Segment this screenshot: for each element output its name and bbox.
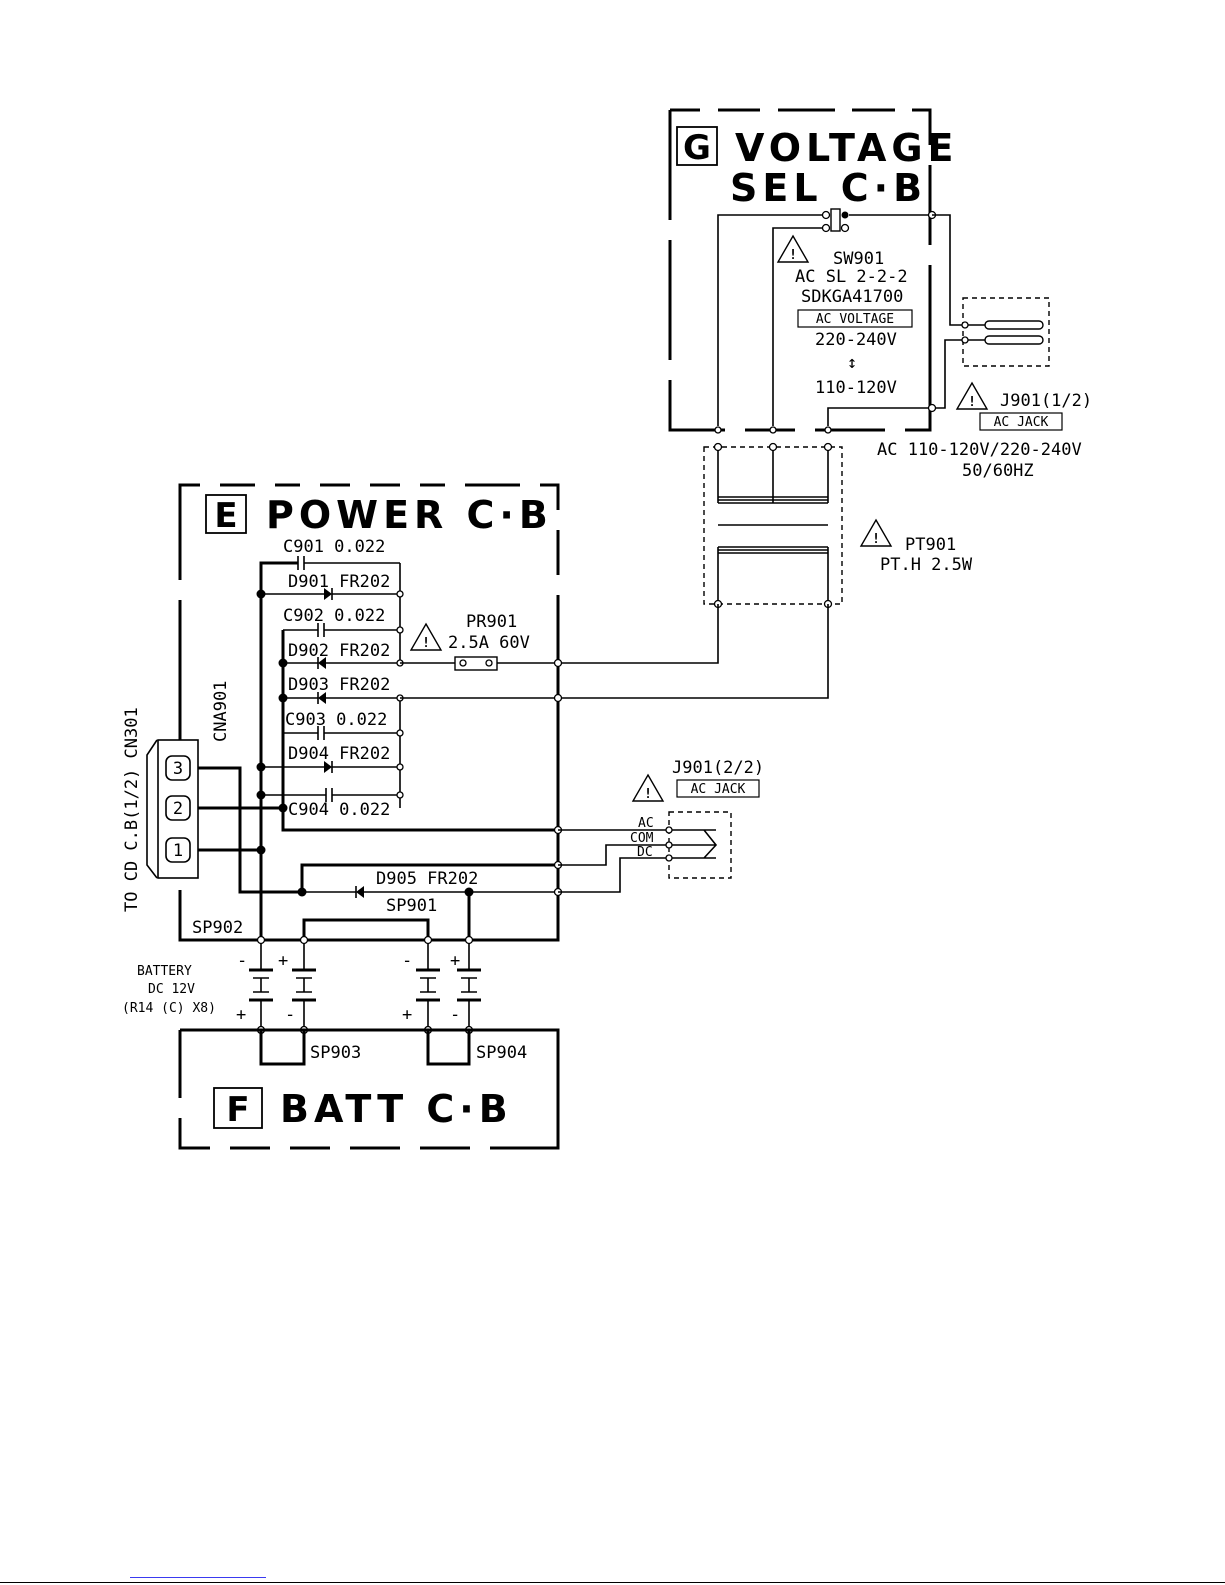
svg-text:!: !	[872, 532, 880, 547]
power-board-letter: E	[214, 496, 237, 536]
battery-voltage: DC 12V	[148, 982, 195, 997]
c903-label: C903 0.022	[285, 710, 387, 730]
battery-label: BATTERY	[137, 964, 192, 979]
sp904-label: SP904	[476, 1043, 527, 1063]
sw901-option-high: 220-240V	[815, 330, 897, 350]
sp903-label: SP903	[310, 1043, 361, 1063]
batt-board-letter: F	[226, 1090, 249, 1130]
pt901-ref: PT901	[905, 535, 956, 555]
jack2-warning-icon: !	[631, 773, 665, 802]
jack1-warning-icon: !	[955, 381, 989, 410]
pin-1: 1	[173, 841, 183, 861]
battery-cells: (R14 (C) X8)	[122, 1001, 216, 1016]
ac-jack-1: ! J901(1/2) AC JACK AC 110-120V/220-240V…	[877, 297, 1092, 481]
pin-3: 3	[173, 759, 183, 779]
sw901-part: AC SL 2-2-2	[795, 267, 908, 287]
svg-text:!: !	[422, 636, 430, 651]
bat4-plus: +	[450, 951, 460, 971]
svg-text:!: !	[789, 248, 797, 263]
jack2-pin-dc: DC	[637, 845, 653, 860]
pt901-warning-icon: !	[859, 518, 893, 547]
d905-label: D905 FR202	[376, 869, 478, 889]
footer-rule	[0, 1582, 1225, 1583]
sw901-selection-arrow: ↕	[847, 353, 857, 373]
d901-label: D901 FR202	[288, 572, 390, 592]
connector-ref: CNA901	[211, 681, 231, 742]
c902-label: C902 0.022	[283, 606, 385, 626]
bat3-minus: -	[402, 951, 412, 971]
power-board-title: POWER C·B	[266, 493, 553, 537]
sp902-label: SP902	[192, 918, 243, 938]
jack1-label: AC JACK	[994, 415, 1049, 430]
battery-pack: BATTERY DC 12V (R14 (C) X8) - + + - - + …	[122, 935, 481, 1035]
sw901-setting-label: AC VOLTAGE	[816, 312, 894, 327]
pt901-transformer: ! PT901 PT.H 2.5W	[703, 426, 973, 609]
bat4-minus: -	[450, 1005, 460, 1025]
power-board: E POWER C·B C901 0.022 D901 FR202 C902 0…	[122, 483, 829, 942]
pin-2: 2	[173, 799, 183, 819]
batt-board-title: BATT C·B	[280, 1087, 513, 1131]
bat1-minus: -	[237, 951, 247, 971]
jack2-pin-ac: AC	[638, 816, 654, 831]
sw901-switch	[821, 208, 850, 233]
ac-jack-2: AC COM DC ! J901(2/2) AC JACK	[558, 758, 764, 893]
pt901-part: PT.H 2.5W	[880, 555, 973, 575]
pr901-warning-icon: !	[409, 622, 443, 651]
svg-text:!: !	[644, 787, 652, 802]
voltage-board-subtitle: SEL C·B	[730, 166, 927, 210]
bat3-plus: +	[402, 1005, 412, 1025]
sw901-option-low: 110-120V	[815, 378, 897, 398]
sw901-ref: SW901	[833, 249, 884, 269]
pr901-rating: 2.5A 60V	[448, 633, 530, 653]
jack2-pin-com: COM	[630, 831, 654, 846]
footer-link[interactable]	[130, 1577, 266, 1578]
c901-label: C901 0.022	[283, 537, 385, 557]
jack1-rating: AC 110-120V/220-240V	[877, 440, 1082, 460]
jack2-ref: J901(2/2)	[672, 758, 764, 778]
d904-label: D904 FR202	[288, 744, 390, 764]
voltage-board-title: VOLTAGE	[735, 126, 959, 170]
cable-label: TO CD C.B(1/2) CN301	[122, 707, 142, 912]
pr901-ref: PR901	[466, 612, 517, 632]
c904-label: C904 0.022	[288, 800, 390, 820]
sp901-label: SP901	[386, 896, 437, 916]
bat2-plus: +	[278, 951, 288, 971]
jack2-label: AC JACK	[691, 782, 746, 797]
voltage-board-letter: G	[683, 128, 711, 168]
d902-label: D902 FR202	[288, 641, 390, 661]
svg-text:!: !	[968, 395, 976, 410]
voltage-sel-board: G VOLTAGE SEL C·B ! SW901 AC SL 2-2-2 SD…	[668, 108, 962, 432]
bat1-plus: +	[236, 1005, 246, 1025]
jack1-ref: J901(1/2)	[1000, 391, 1092, 411]
sw901-warning-icon: !	[776, 234, 810, 263]
sw901-part-number: SDKGA41700	[801, 287, 903, 307]
d903-label: D903 FR202	[288, 675, 390, 695]
bat2-minus: -	[285, 1005, 295, 1025]
batt-board: SP903 SP904 F BATT C·B	[178, 1028, 560, 1150]
jack1-frequency: 50/60HZ	[962, 461, 1034, 481]
